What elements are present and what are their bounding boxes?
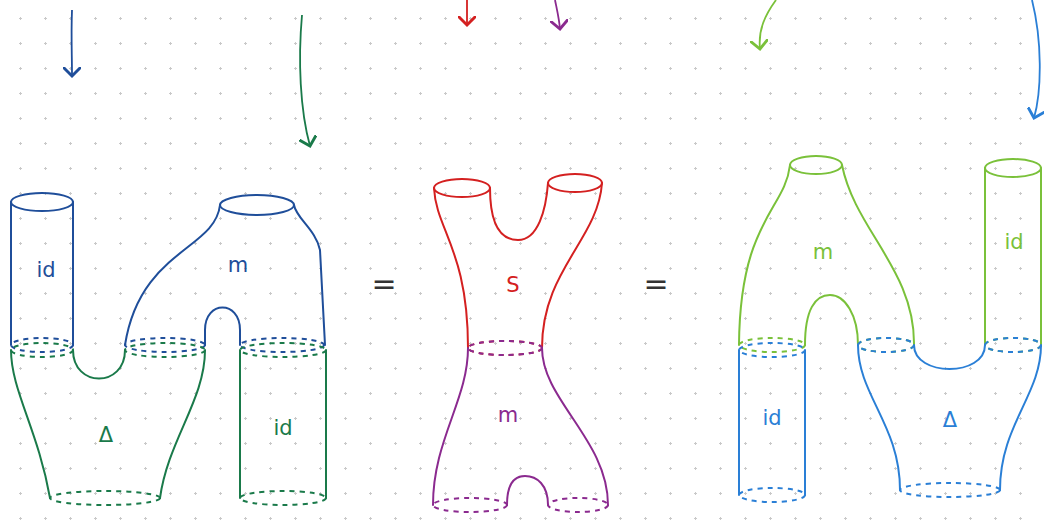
leader-arrow bbox=[466, 0, 468, 25]
leader-arrow bbox=[300, 15, 310, 146]
cobordism-piece: Δ bbox=[852, 335, 1044, 505]
piece-label: m bbox=[813, 240, 833, 264]
boundary-circle bbox=[220, 195, 294, 215]
equals-sign: = bbox=[643, 266, 668, 301]
boundary-circle bbox=[548, 498, 608, 512]
boundary-circle bbox=[11, 193, 73, 211]
boundary-circle bbox=[790, 156, 842, 174]
cobordism-piece: id bbox=[8, 185, 78, 355]
piece-outline bbox=[120, 190, 330, 355]
equals-sign: = bbox=[371, 266, 396, 301]
cobordism-piece: m bbox=[120, 190, 330, 355]
piece-label: id bbox=[1004, 230, 1023, 254]
surface-wall bbox=[11, 350, 205, 498]
leader-arrow bbox=[71, 10, 73, 76]
leader-arrow bbox=[1032, 0, 1040, 118]
piece-label: id bbox=[273, 416, 292, 440]
boundary-circle bbox=[240, 491, 326, 505]
boundary-circle bbox=[548, 174, 602, 192]
cobordism-piece: m bbox=[735, 150, 925, 350]
surface-wall bbox=[11, 202, 73, 345]
boundary-circle bbox=[11, 343, 73, 357]
piece-label: S bbox=[506, 273, 519, 297]
surface-wall bbox=[240, 350, 326, 498]
boundary-circle bbox=[858, 338, 914, 352]
boundary-circle bbox=[985, 338, 1041, 352]
boundary-circle bbox=[985, 159, 1041, 177]
cobordism-piece: id bbox=[735, 340, 815, 510]
cobordism-piece: Δ bbox=[8, 340, 208, 510]
boundary-circle bbox=[858, 338, 914, 352]
boundary-circle bbox=[50, 491, 160, 505]
boundary-circle bbox=[468, 341, 542, 355]
leader-arrow bbox=[555, 0, 560, 29]
surface-wall bbox=[433, 348, 608, 505]
boundary-circle bbox=[433, 498, 507, 512]
piece-label: Δ bbox=[99, 423, 113, 447]
piece-outline bbox=[428, 340, 613, 520]
boundary-circle bbox=[125, 343, 205, 357]
piece-label: Δ bbox=[943, 408, 957, 432]
boundary-circle bbox=[468, 341, 542, 355]
piece-label: id bbox=[762, 406, 781, 430]
piece-outline bbox=[428, 170, 608, 355]
boundary-circle bbox=[739, 488, 805, 502]
cobordism-piece: S bbox=[428, 170, 608, 355]
boundary-circle bbox=[985, 338, 1041, 352]
boundary-circle bbox=[739, 343, 805, 357]
cobordism-piece: m bbox=[428, 340, 613, 520]
surface-wall bbox=[125, 205, 325, 345]
piece-label: m bbox=[228, 253, 248, 277]
piece-label: m bbox=[498, 403, 518, 427]
piece-label: id bbox=[36, 258, 55, 282]
boundary-circle bbox=[240, 343, 326, 357]
cobordism-piece: id bbox=[236, 340, 331, 510]
boundary-circle bbox=[900, 483, 1000, 497]
boundary-circle bbox=[434, 179, 490, 197]
surface-wall bbox=[858, 345, 1041, 490]
cobordism-piece: id bbox=[980, 150, 1044, 350]
surface-wall bbox=[739, 350, 805, 495]
surface-wall bbox=[985, 168, 1041, 345]
leader-arrow bbox=[760, 0, 776, 49]
surface-wall bbox=[434, 183, 602, 348]
surface-wall bbox=[739, 165, 914, 345]
